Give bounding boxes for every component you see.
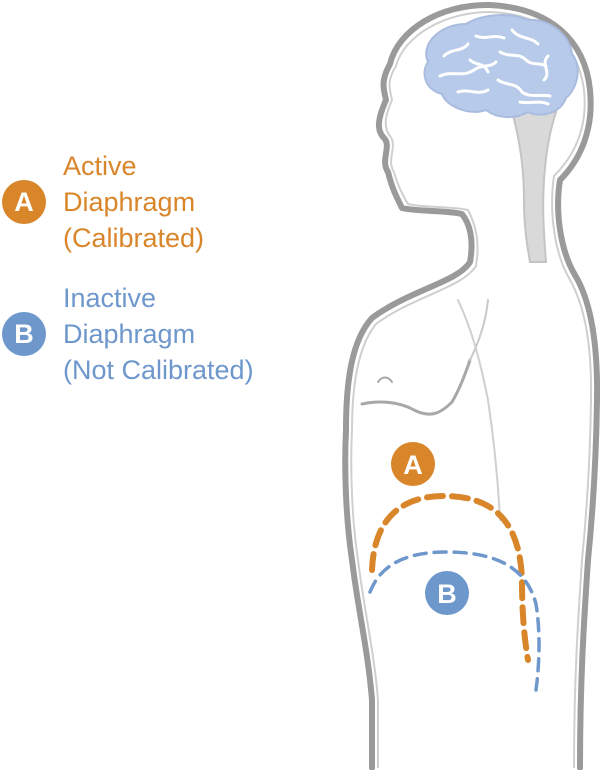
spinal-cord (510, 111, 558, 263)
body-silhouette-inner (350, 11, 593, 769)
active-diaphragm-curve (369, 492, 531, 663)
marker-a-letter: A (403, 450, 423, 480)
inactive-label-line1: Inactive (63, 283, 157, 313)
nipple-mark (377, 376, 393, 383)
brain (423, 14, 579, 118)
legend-item-inactive: B Inactive Diaphragm (Not Calibrated) (2, 280, 254, 388)
active-label-line2: Diaphragm (63, 187, 196, 217)
active-label-line1: Active (63, 151, 137, 181)
armpit-line (469, 299, 489, 361)
body-silhouette-outline (342, 1, 600, 770)
inactive-diaphragm-curve (368, 550, 541, 692)
inactive-badge-letter: B (14, 318, 34, 349)
active-badge-letter: A (14, 186, 34, 217)
inactive-badge: B (2, 312, 46, 356)
active-badge: A (2, 180, 46, 224)
arm-outline (457, 299, 501, 521)
marker-b-letter: B (437, 579, 457, 609)
legend-item-active: A Active Diaphragm (Calibrated) (2, 148, 204, 256)
legend: A Active Diaphragm (Calibrated) B Inacti… (0, 0, 330, 420)
pectoral-line (360, 358, 472, 416)
brain-folds (438, 28, 552, 106)
inactive-label-line2: Diaphragm (63, 319, 196, 349)
marker-a: A (391, 442, 435, 486)
inactive-label: Inactive Diaphragm (Not Calibrated) (63, 280, 254, 388)
active-label: Active Diaphragm (Calibrated) (63, 148, 204, 256)
inactive-label-line3: (Not Calibrated) (63, 355, 254, 385)
active-label-line3: (Calibrated) (63, 223, 205, 253)
marker-b: B (425, 571, 469, 615)
